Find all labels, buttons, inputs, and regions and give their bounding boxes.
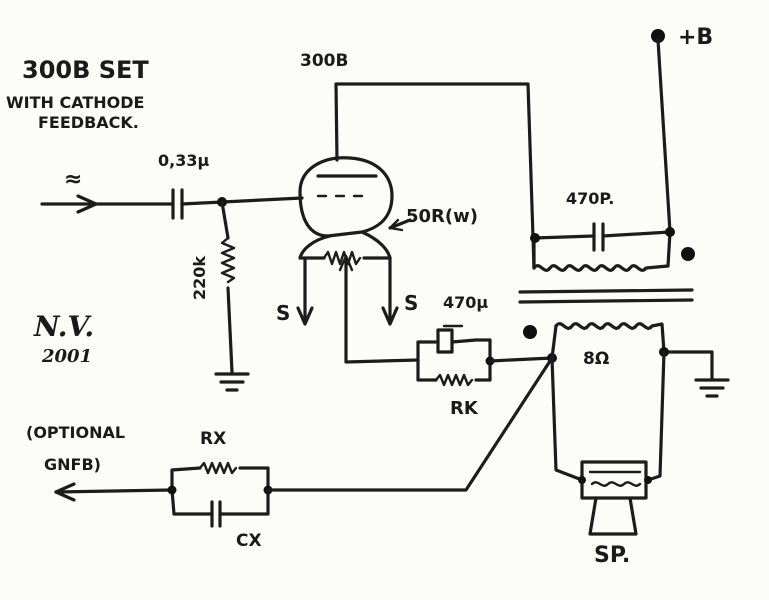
supply-label: +B	[678, 25, 713, 50]
secondary-label: 8Ω	[583, 349, 609, 369]
output-transformer	[518, 236, 694, 360]
feedback-cap-label: CX	[236, 531, 262, 551]
primary-cap-label: 470P.	[566, 189, 614, 208]
feedback-return-wire	[266, 356, 554, 492]
cathode-feedback-wire	[488, 356, 554, 363]
cathode-cap-label: 470µ	[443, 293, 488, 312]
author-initials: N.V.	[33, 310, 94, 343]
plate-lead	[334, 82, 536, 270]
optional-line-2: GNFB)	[44, 455, 101, 474]
cathode-lead	[338, 254, 420, 364]
feedback-capacitor	[170, 488, 270, 528]
speaker-label: SP.	[594, 543, 630, 568]
tube-300b	[298, 156, 394, 260]
feedback-left-node	[167, 485, 177, 495]
cathode-resistor-label: RK	[450, 398, 479, 419]
speaker-lead-left	[550, 356, 584, 482]
feedback-resistor	[170, 461, 270, 492]
title-line-3: FEEDBACK.	[38, 113, 139, 132]
tube-label: 300B	[300, 51, 348, 71]
grid-resistor	[220, 200, 236, 374]
filament-left-label: S	[276, 301, 290, 325]
input-line	[40, 194, 174, 214]
cathode-resistor	[416, 358, 492, 387]
title-line-1: 300B SET	[22, 56, 149, 84]
title-line-2: WITH CATHODE	[6, 93, 144, 112]
supply-terminal	[651, 29, 665, 43]
grid-resistor-label: 220k	[190, 256, 209, 300]
speaker-terminal-right	[644, 476, 652, 484]
filament-leg-left	[296, 256, 314, 326]
supply-line	[656, 38, 672, 234]
speaker-symbol	[578, 460, 652, 536]
year-label: 2001	[41, 346, 92, 367]
filament-leg-right	[381, 256, 399, 326]
input-capacitor	[171, 188, 304, 220]
cathode-capacitor	[416, 324, 492, 364]
optional-line-1: (OPTIONAL	[26, 423, 125, 442]
feedback-resistor-label: RX	[200, 429, 226, 449]
primary-capacitor	[532, 222, 672, 268]
primary-phase-dot	[681, 247, 695, 261]
speaker-lead-right	[646, 350, 666, 482]
secondary-phase-dot	[523, 325, 537, 339]
primary-cap-right-node	[665, 227, 675, 237]
input-symbol: ≈	[64, 167, 82, 192]
primary-cap-left-node	[530, 233, 540, 243]
speaker-terminal-left	[578, 476, 586, 484]
gnfb-output-line	[54, 482, 174, 502]
secondary-ground-lead	[662, 350, 730, 398]
filament-resistor-label: 50R(w)	[406, 206, 478, 227]
input-cap-label: 0,33µ	[158, 151, 209, 170]
grid-ground-symbol	[214, 372, 250, 392]
filament-right-label: S	[404, 291, 418, 315]
